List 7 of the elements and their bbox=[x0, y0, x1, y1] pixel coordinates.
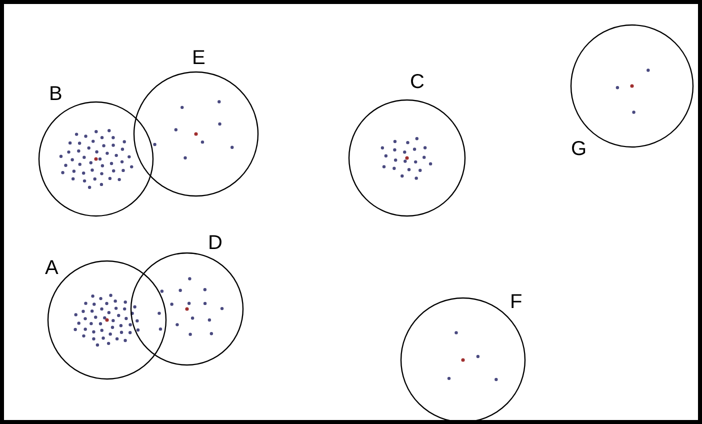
cluster-letter: E bbox=[192, 48, 206, 68]
cluster-letter: D bbox=[208, 233, 222, 253]
cluster-letter: B bbox=[49, 84, 62, 104]
cluster-letter: G bbox=[571, 139, 587, 159]
cluster-letter: F bbox=[510, 292, 522, 312]
cluster-letter: A bbox=[45, 258, 58, 278]
cluster-letter: C bbox=[410, 72, 424, 92]
